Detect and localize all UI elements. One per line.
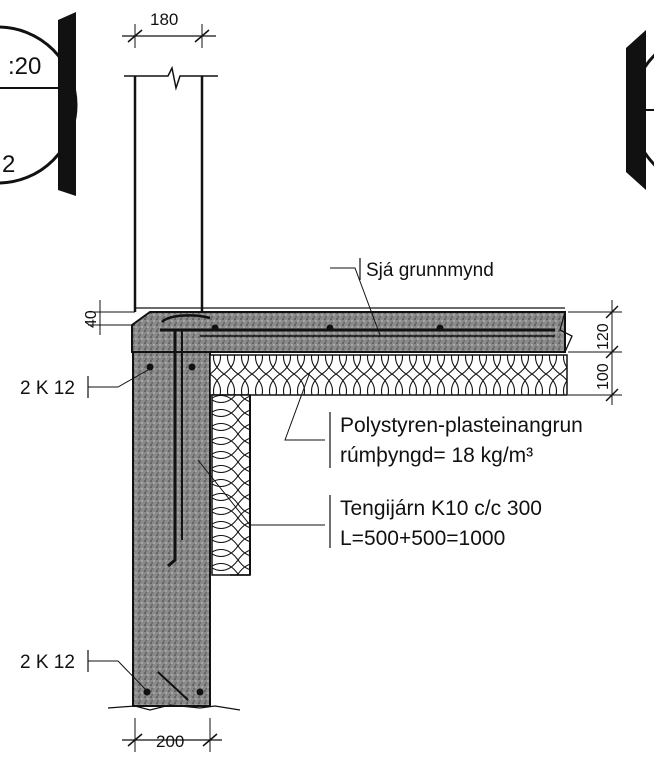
leader-tie-bars: Tengijárn K10 c/c 300 L=500+500=1000 — [197, 459, 542, 550]
dim-120-label: 120 — [595, 323, 612, 350]
dim-180-label: 180 — [150, 10, 178, 29]
dimension-180: 180 — [122, 10, 216, 48]
leader-rebar-lower: 2 K 12 — [20, 650, 147, 691]
dim-100-label: 100 — [595, 363, 612, 390]
scale-badge-bottom: 2 — [2, 151, 15, 178]
lower-wall — [107, 314, 241, 711]
dim-200-label: 200 — [156, 732, 184, 751]
scale-badge-top: :20 — [8, 53, 41, 80]
dimension-40: 40 — [83, 300, 135, 335]
label-see-plan: Sjá grunnmynd — [366, 260, 494, 281]
leader-see-plan: Sjá grunnmynd — [330, 258, 494, 336]
dim-40-label: 40 — [83, 310, 100, 328]
upper-wall — [124, 65, 218, 312]
dimension-right: 120 100 — [568, 300, 622, 405]
label-insulation-2: rúmþyngd= 18 kg/m³ — [340, 444, 533, 467]
leader-rebar-upper: 2 K 12 — [20, 369, 149, 399]
scale-badge-right — [626, 30, 654, 190]
label-rebar-upper: 2 K 12 — [20, 378, 75, 399]
label-insulation-1: Polystyren-plasteinangrun — [340, 414, 583, 437]
dimension-200: 200 — [122, 718, 222, 752]
insulation-horizontal — [209, 354, 568, 396]
label-rebar-lower: 2 K 12 — [20, 652, 75, 673]
label-tie-bars-2: L=500+500=1000 — [340, 527, 505, 550]
scale-badge-left: :20 2 — [0, 12, 78, 196]
label-tie-bars-1: Tengijárn K10 c/c 300 — [340, 497, 542, 520]
leader-insulation: Polystyren-plasteinangrun rúmþyngd= 18 k… — [284, 371, 583, 468]
